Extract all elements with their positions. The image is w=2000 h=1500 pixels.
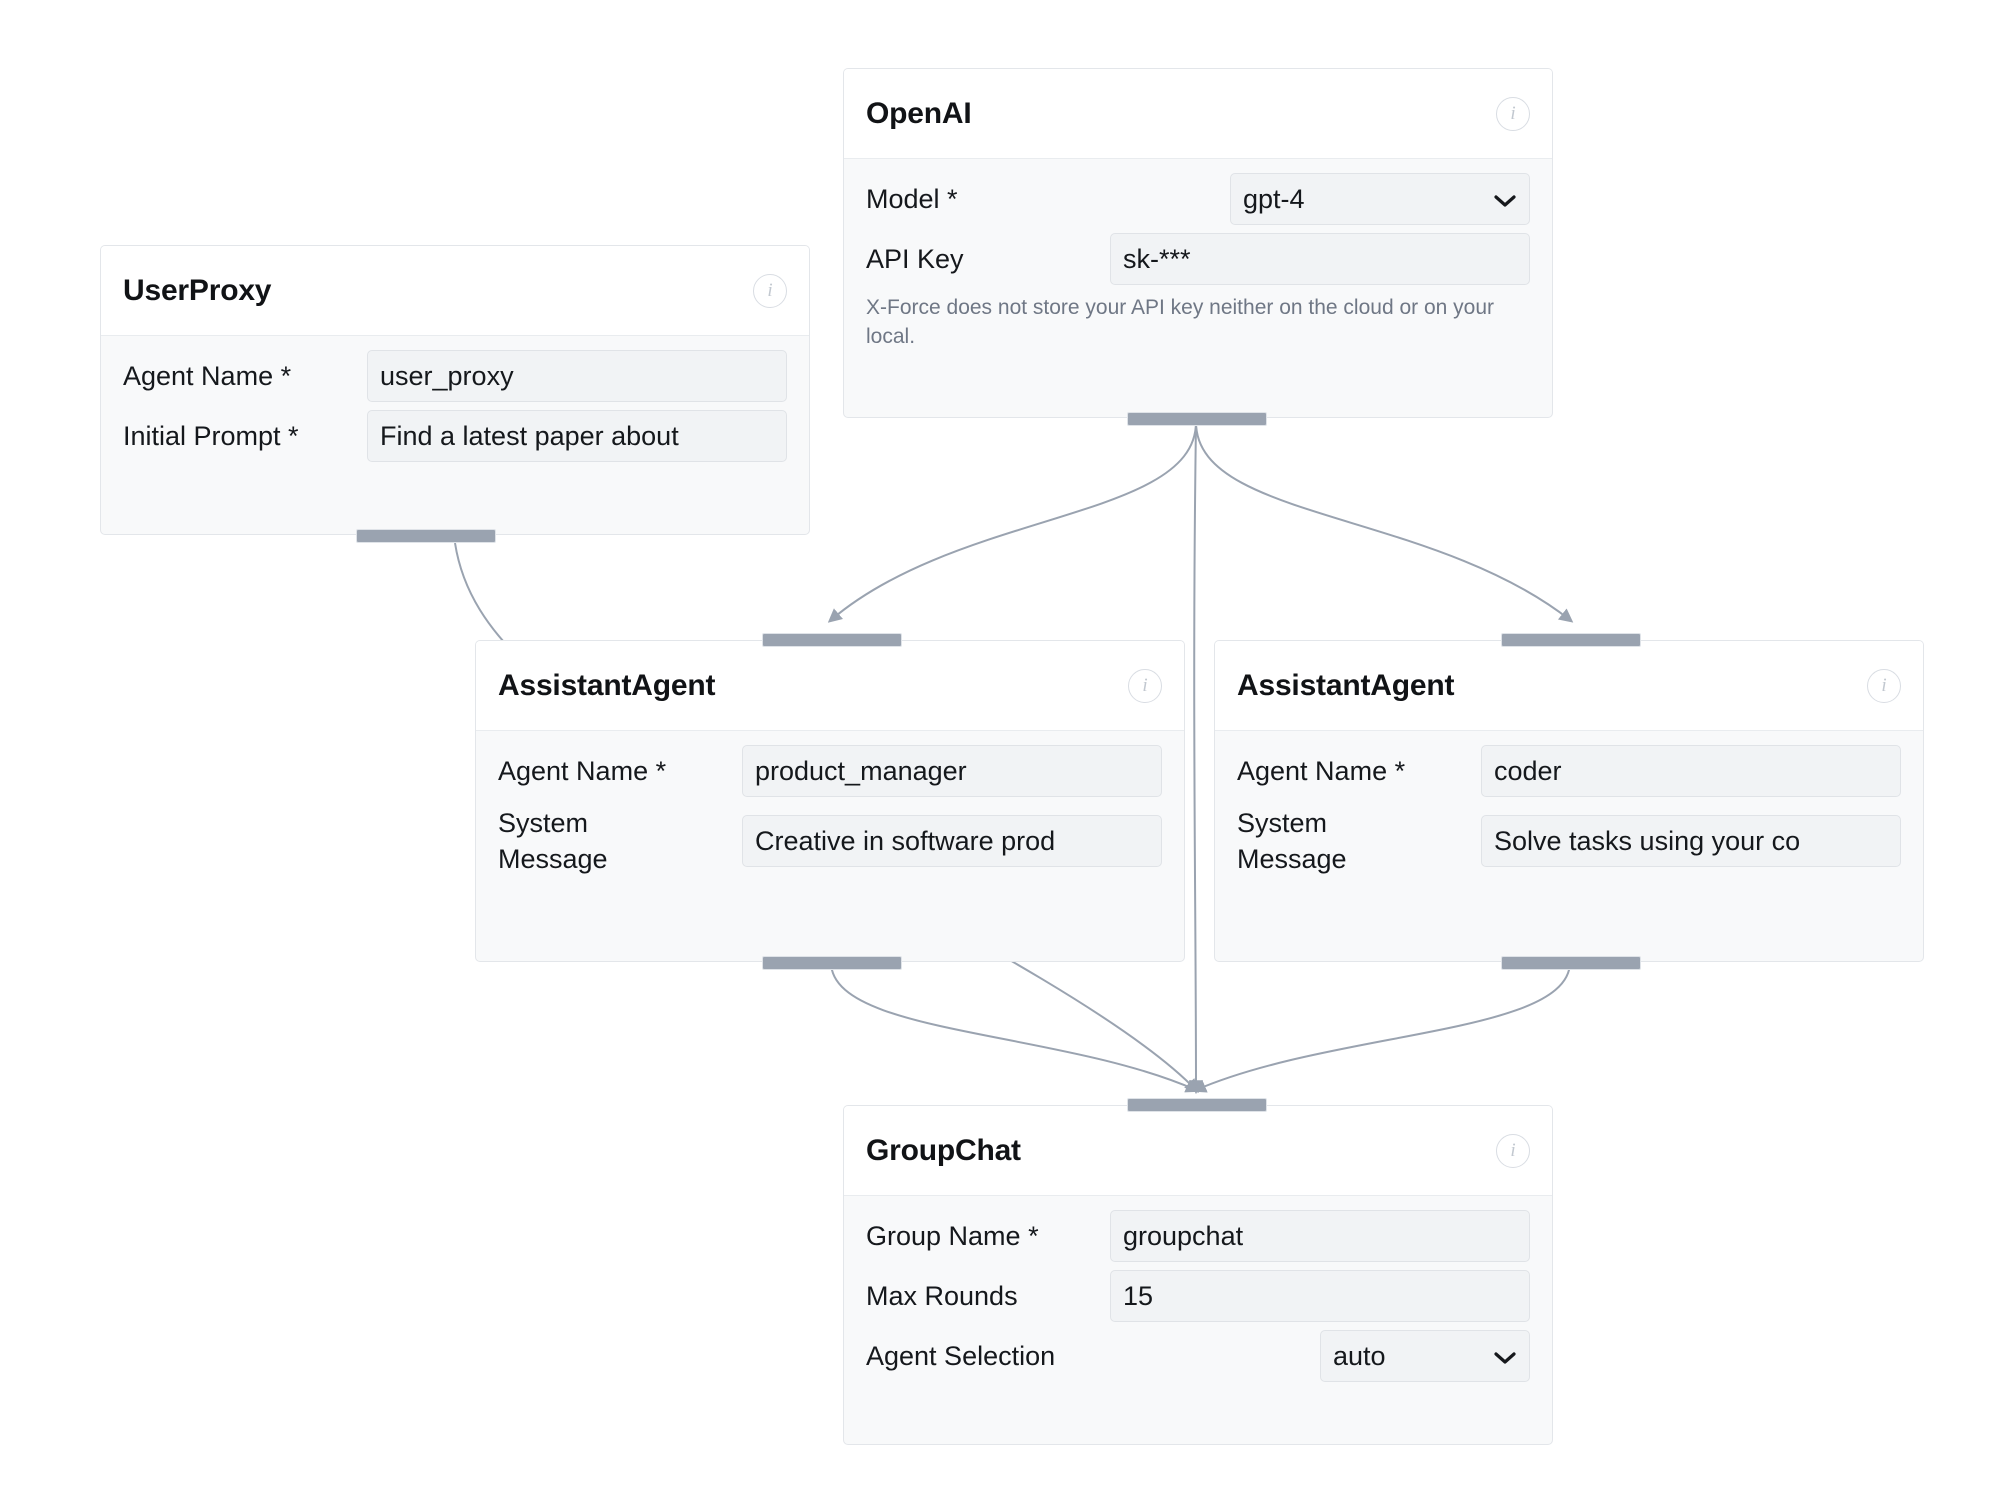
field-row: Agent Name * product_manager bbox=[498, 745, 1162, 797]
field-row: Agent Name * coder bbox=[1237, 745, 1901, 797]
max-rounds-input[interactable]: 15 bbox=[1110, 1270, 1530, 1322]
node-groupchat-body: Group Name * groupchat Max Rounds 15 Age… bbox=[844, 1196, 1552, 1398]
agent-selection-value: auto bbox=[1333, 1341, 1386, 1371]
agent-name-input[interactable]: user_proxy bbox=[367, 350, 787, 402]
field-row: System Message Solve tasks using your co bbox=[1237, 805, 1901, 878]
model-select-value: gpt-4 bbox=[1243, 184, 1305, 214]
group-name-input[interactable]: groupchat bbox=[1110, 1210, 1530, 1262]
edge-openai-to-product-manager bbox=[827, 421, 1197, 623]
info-icon[interactable]: i bbox=[1496, 96, 1530, 131]
field-label-agent-name: Agent Name * bbox=[1237, 755, 1406, 786]
field-control: user_proxy bbox=[291, 350, 787, 402]
field-row: API Key sk-*** bbox=[866, 233, 1530, 285]
node-assistant-agent-right-body: Agent Name * coder System Message Solve … bbox=[1215, 731, 1923, 894]
node-groupchat[interactable]: GroupChat i Group Name * groupchat Max R… bbox=[843, 1098, 1553, 1445]
field-row: Model * gpt-4 bbox=[866, 173, 1530, 225]
chevron-down-icon bbox=[1493, 182, 1517, 216]
node-groupchat-title: GroupChat bbox=[866, 1133, 1021, 1167]
field-control: product_manager bbox=[666, 745, 1162, 797]
chevron-down-icon bbox=[1493, 1339, 1517, 1373]
edge-openai-to-groupchat bbox=[1188, 421, 1203, 1095]
node-openai[interactable]: OpenAI i Model * gpt-4 API Key sk-* bbox=[843, 68, 1553, 426]
field-label-agent-name: Agent Name * bbox=[498, 755, 667, 786]
api-key-helper-text: X-Force does not store your API key neit… bbox=[866, 296, 1495, 349]
edge-product-manager-to-groupchat bbox=[830, 961, 1200, 1093]
node-openai-header: OpenAI i bbox=[844, 69, 1552, 159]
field-label-max-rounds: Max Rounds bbox=[866, 1280, 1018, 1311]
agent-name-input[interactable]: product_manager bbox=[742, 745, 1162, 797]
handle-source-bottom[interactable] bbox=[762, 956, 902, 970]
node-assistant-agent-right-title: AssistantAgent bbox=[1237, 668, 1455, 702]
field-row: Agent Selection auto bbox=[866, 1330, 1530, 1382]
handle-source-bottom[interactable] bbox=[1127, 412, 1267, 426]
node-assistant-agent-right[interactable]: AssistantAgent i Agent Name * coder Syst… bbox=[1214, 633, 1924, 970]
field-row: Agent Name * user_proxy bbox=[123, 350, 787, 402]
node-userproxy[interactable]: UserProxy i Agent Name * user_proxy Init… bbox=[100, 245, 810, 543]
system-message-input[interactable]: Solve tasks using your co bbox=[1481, 815, 1901, 868]
handle-target-top[interactable] bbox=[1127, 1098, 1267, 1112]
initial-prompt-input[interactable]: Find a latest paper about bbox=[367, 410, 787, 462]
field-control: 15 bbox=[1018, 1270, 1530, 1322]
node-openai-title: OpenAI bbox=[866, 96, 972, 130]
field-row: Group Name * groupchat bbox=[866, 1210, 1530, 1262]
field-label-system-message: System Message bbox=[1237, 808, 1347, 875]
field-row: System Message Creative in software prod bbox=[498, 805, 1162, 878]
field-label-group-name: Group Name * bbox=[866, 1220, 1039, 1251]
model-select[interactable]: gpt-4 bbox=[1230, 173, 1530, 225]
field-label-agent-name: Agent Name * bbox=[123, 360, 292, 391]
node-assistant-agent-left-body: Agent Name * product_manager System Mess… bbox=[476, 731, 1184, 894]
field-label-agent-selection: Agent Selection bbox=[866, 1340, 1056, 1371]
info-icon[interactable]: i bbox=[753, 273, 787, 308]
field-row: Max Rounds 15 bbox=[866, 1270, 1530, 1322]
node-assistant-agent-left-header: AssistantAgent i bbox=[476, 641, 1184, 731]
node-userproxy-body: Agent Name * user_proxy Initial Prompt *… bbox=[101, 336, 809, 478]
field-row: Initial Prompt * Find a latest paper abo… bbox=[123, 410, 787, 462]
field-control: Creative in software prod bbox=[608, 815, 1162, 868]
field-control: groupchat bbox=[1039, 1210, 1530, 1262]
field-label-system-message: System Message bbox=[498, 808, 608, 875]
field-control: sk-*** bbox=[964, 233, 1530, 285]
edge-coder-to-groupchat bbox=[1192, 961, 1571, 1093]
info-icon[interactable]: i bbox=[1496, 1133, 1530, 1168]
field-control: gpt-4 bbox=[958, 173, 1530, 225]
field-label-model: Model * bbox=[866, 183, 958, 214]
field-control: Solve tasks using your co bbox=[1347, 815, 1901, 868]
handle-target-top[interactable] bbox=[762, 633, 902, 647]
info-icon[interactable]: i bbox=[1128, 668, 1162, 703]
info-icon[interactable]: i bbox=[1867, 668, 1901, 703]
system-message-input[interactable]: Creative in software prod bbox=[742, 815, 1162, 868]
node-assistant-agent-left[interactable]: AssistantAgent i Agent Name * product_ma… bbox=[475, 633, 1185, 970]
field-control: auto bbox=[1055, 1330, 1530, 1382]
field-control: coder bbox=[1405, 745, 1901, 797]
api-key-input[interactable]: sk-*** bbox=[1110, 233, 1530, 285]
node-userproxy-header: UserProxy i bbox=[101, 246, 809, 336]
node-assistant-agent-right-header: AssistantAgent i bbox=[1215, 641, 1923, 731]
handle-target-top[interactable] bbox=[1501, 633, 1641, 647]
field-label-initial-prompt: Initial Prompt * bbox=[123, 420, 299, 451]
agent-name-input[interactable]: coder bbox=[1481, 745, 1901, 797]
edge-openai-to-coder bbox=[1195, 421, 1574, 623]
agent-selection-select[interactable]: auto bbox=[1320, 1330, 1530, 1382]
handle-source-bottom[interactable] bbox=[356, 529, 496, 543]
handle-source-bottom[interactable] bbox=[1501, 956, 1641, 970]
node-groupchat-header: GroupChat i bbox=[844, 1106, 1552, 1196]
field-label-api-key: API Key bbox=[866, 243, 964, 274]
field-control: Find a latest paper about bbox=[299, 410, 787, 462]
node-userproxy-title: UserProxy bbox=[123, 273, 272, 307]
node-openai-body: Model * gpt-4 API Key sk-*** X-Force doe… bbox=[844, 159, 1552, 368]
node-assistant-agent-left-title: AssistantAgent bbox=[498, 668, 716, 702]
